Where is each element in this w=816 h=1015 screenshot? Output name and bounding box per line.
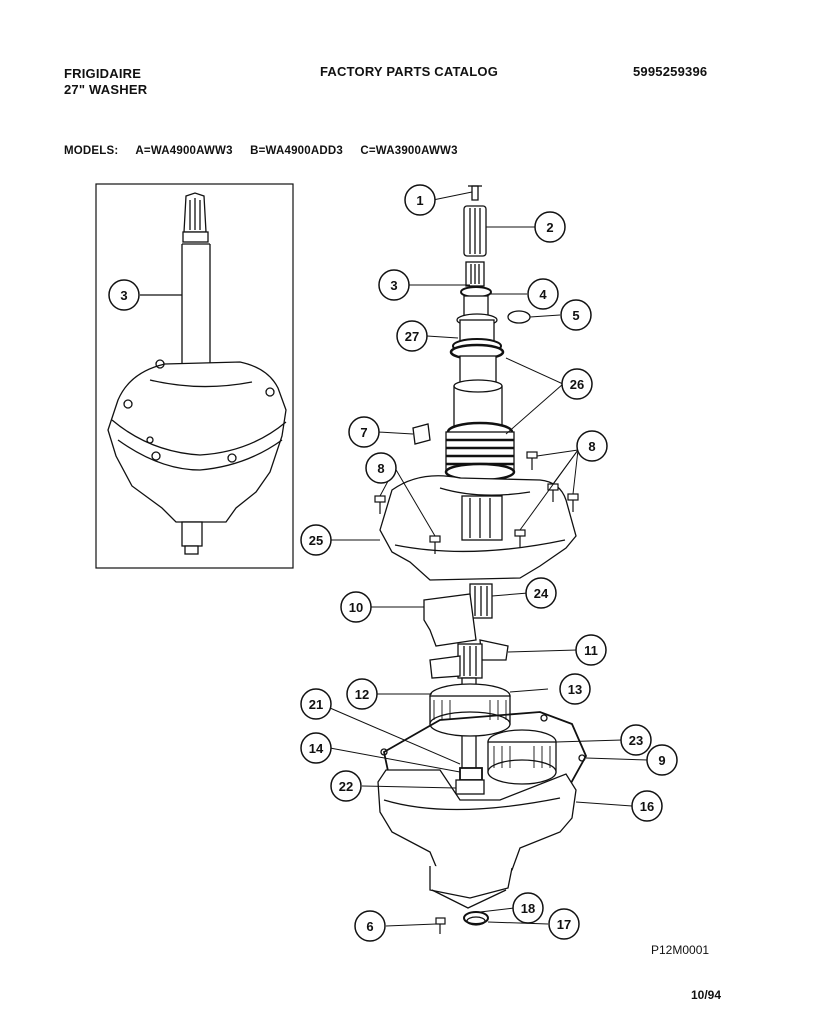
callout-label: 3 (390, 278, 397, 293)
callout-bubble (348, 416, 380, 448)
callout-label: 9 (658, 753, 665, 768)
callout-bubble (620, 724, 652, 756)
brand-name: FRIGIDAIRE (64, 66, 142, 81)
callout-label: 18 (521, 901, 535, 916)
model-a: A=WA4900AWW3 (135, 145, 233, 157)
callout-label: 25 (309, 533, 323, 548)
callout-bubble (346, 678, 378, 710)
callout-label: 7 (360, 425, 367, 440)
callout-bubble-inset-3 (108, 279, 140, 311)
callout-label: 17 (557, 917, 571, 932)
callout-bubble (527, 278, 559, 310)
callout-bubble (300, 732, 332, 764)
callout-bubble (365, 452, 397, 484)
callout-label: 23 (629, 733, 643, 748)
callout-label: 8 (588, 439, 595, 454)
callout-bubble (575, 634, 607, 666)
callout-bubble (646, 744, 678, 776)
callout-label: 13 (568, 682, 582, 697)
callout-bubble (354, 910, 386, 942)
model-b: B=WA4900ADD3 (250, 145, 343, 157)
callout-label: 8 (377, 461, 384, 476)
part-number: 5995259396 (633, 64, 708, 79)
callout-label: 12 (355, 687, 369, 702)
callout-label: 16 (640, 799, 654, 814)
product-name: 27" WASHER (64, 82, 148, 97)
callout-label: 27 (405, 329, 419, 344)
callout-label: 3 (120, 288, 127, 303)
figure-code: P12M0001 (651, 943, 710, 957)
date-code: 10/94 (691, 988, 722, 1002)
callout-bubble (378, 269, 410, 301)
callout-label: 6 (366, 919, 373, 934)
callout-label: 10 (349, 600, 363, 615)
models-label: MODELS: (64, 145, 119, 157)
callout-bubble (330, 770, 362, 802)
callout-bubble (560, 299, 592, 331)
callout-label: 2 (546, 220, 553, 235)
callout-bubble (396, 320, 428, 352)
callout-label: 5 (572, 308, 579, 323)
callout-bubble (340, 591, 372, 623)
callout-bubble (300, 524, 332, 556)
callout-bubble (559, 673, 591, 705)
callout-label: 22 (339, 779, 353, 794)
callout-label: 26 (570, 377, 584, 392)
leader-lines (329, 191, 649, 927)
callout-label: 24 (534, 586, 549, 601)
callout-bubble (404, 184, 436, 216)
callout-label: 21 (309, 697, 323, 712)
callout-label: 1 (416, 193, 423, 208)
models-line: MODELS: A=WA4900AWW3 B=WA4900ADD3 C=WA39… (64, 145, 472, 157)
callout-label: 11 (584, 643, 598, 658)
callout-label: 14 (309, 741, 324, 756)
callout-bubble (561, 368, 593, 400)
callout-bubble (631, 790, 663, 822)
callout-bubble (548, 908, 580, 940)
inset-frame (95, 183, 294, 569)
callout-bubble (534, 211, 566, 243)
inset-transmission-drawing (107, 192, 287, 555)
callout-label: 4 (539, 287, 547, 302)
exploded-parts (374, 185, 588, 934)
model-c: C=WA3900AWW3 (360, 145, 458, 157)
callout-bubble (576, 430, 608, 462)
catalog-title: FACTORY PARTS CATALOG (320, 64, 499, 79)
callout-bubble (525, 577, 557, 609)
callout-bubble (512, 892, 544, 924)
callout-bubble (300, 688, 332, 720)
